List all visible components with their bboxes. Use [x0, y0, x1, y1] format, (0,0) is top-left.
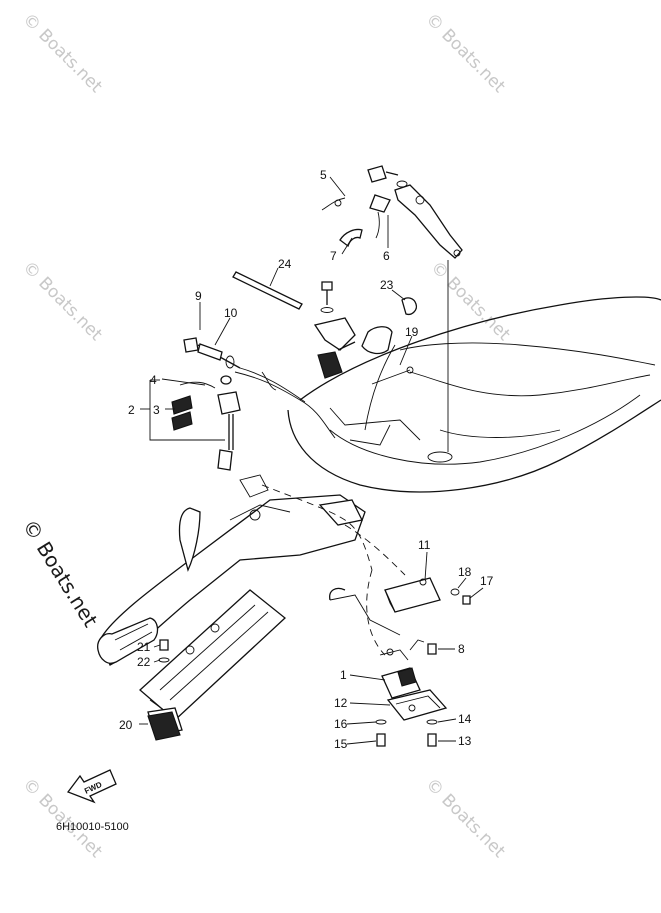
watermark-top-left: © Boats.net: [18, 9, 106, 97]
throttle-link-assembly: [321, 165, 463, 259]
screw-washer-21-22: [158, 639, 170, 663]
watermark-top-right: © Boats.net: [421, 9, 509, 97]
bracket-11: [384, 577, 441, 613]
leader-lines: [139, 176, 484, 745]
callout-17: 17: [480, 574, 494, 588]
callout-16: 16: [334, 717, 348, 731]
callout-14: 14: [458, 712, 472, 726]
tiller-handle: [97, 474, 366, 666]
callout-19: 19: [405, 325, 419, 339]
screws-group: [375, 643, 438, 747]
bolt-bracket: [313, 281, 356, 379]
callout-7: 7: [330, 249, 337, 263]
callout-24: 24: [278, 257, 292, 271]
callout-15: 15: [334, 737, 348, 751]
callout-12: 12: [334, 696, 348, 710]
rubber-block-20: [147, 711, 181, 741]
watermark-group: © Boats.net © Boats.net © Boats.net © Bo…: [18, 9, 514, 862]
callout-11: 11: [418, 538, 431, 552]
callout-labels: 5 6 7 24 23 9 10 19 4 2 3 11 18 17 8 21 …: [119, 168, 494, 751]
callout-22: 22: [137, 655, 151, 669]
main-switch: [379, 639, 425, 699]
clip-and-switch: [337, 297, 418, 431]
callout-23: 23: [380, 278, 394, 292]
cable-fitting: [183, 337, 336, 439]
watermark-mid-right: © Boats.net: [426, 257, 514, 345]
callout-18: 18: [458, 565, 472, 579]
callout-20: 20: [119, 718, 133, 732]
callout-21: 21: [137, 640, 151, 654]
callout-4: 4: [150, 373, 157, 387]
callout-13: 13: [458, 734, 472, 748]
watermark-mid-left: © Boats.net: [18, 257, 106, 345]
bolt-17-18: [450, 588, 471, 605]
cable-tie: [232, 271, 303, 310]
callout-9: 9: [195, 289, 202, 303]
bottom-cowling: [287, 260, 661, 493]
watermark-bottom-right: © Boats.net: [421, 774, 509, 862]
watermark-side-large: © Boats.net: [18, 515, 103, 631]
fwd-arrow-icon: FWD: [66, 769, 117, 804]
diagram-code: 6H10010-5100: [56, 821, 129, 833]
callout-8: 8: [458, 642, 465, 656]
callout-2: 2: [128, 403, 135, 417]
callout-3: 3: [153, 403, 160, 417]
switch-housing-12: [386, 689, 448, 721]
callout-5: 5: [320, 168, 327, 182]
lead-wire-switch: [149, 379, 241, 471]
callout-10: 10: [224, 306, 238, 320]
callout-6: 6: [383, 249, 390, 263]
wiring-paths: [261, 484, 406, 656]
callout-1: 1: [340, 668, 347, 682]
